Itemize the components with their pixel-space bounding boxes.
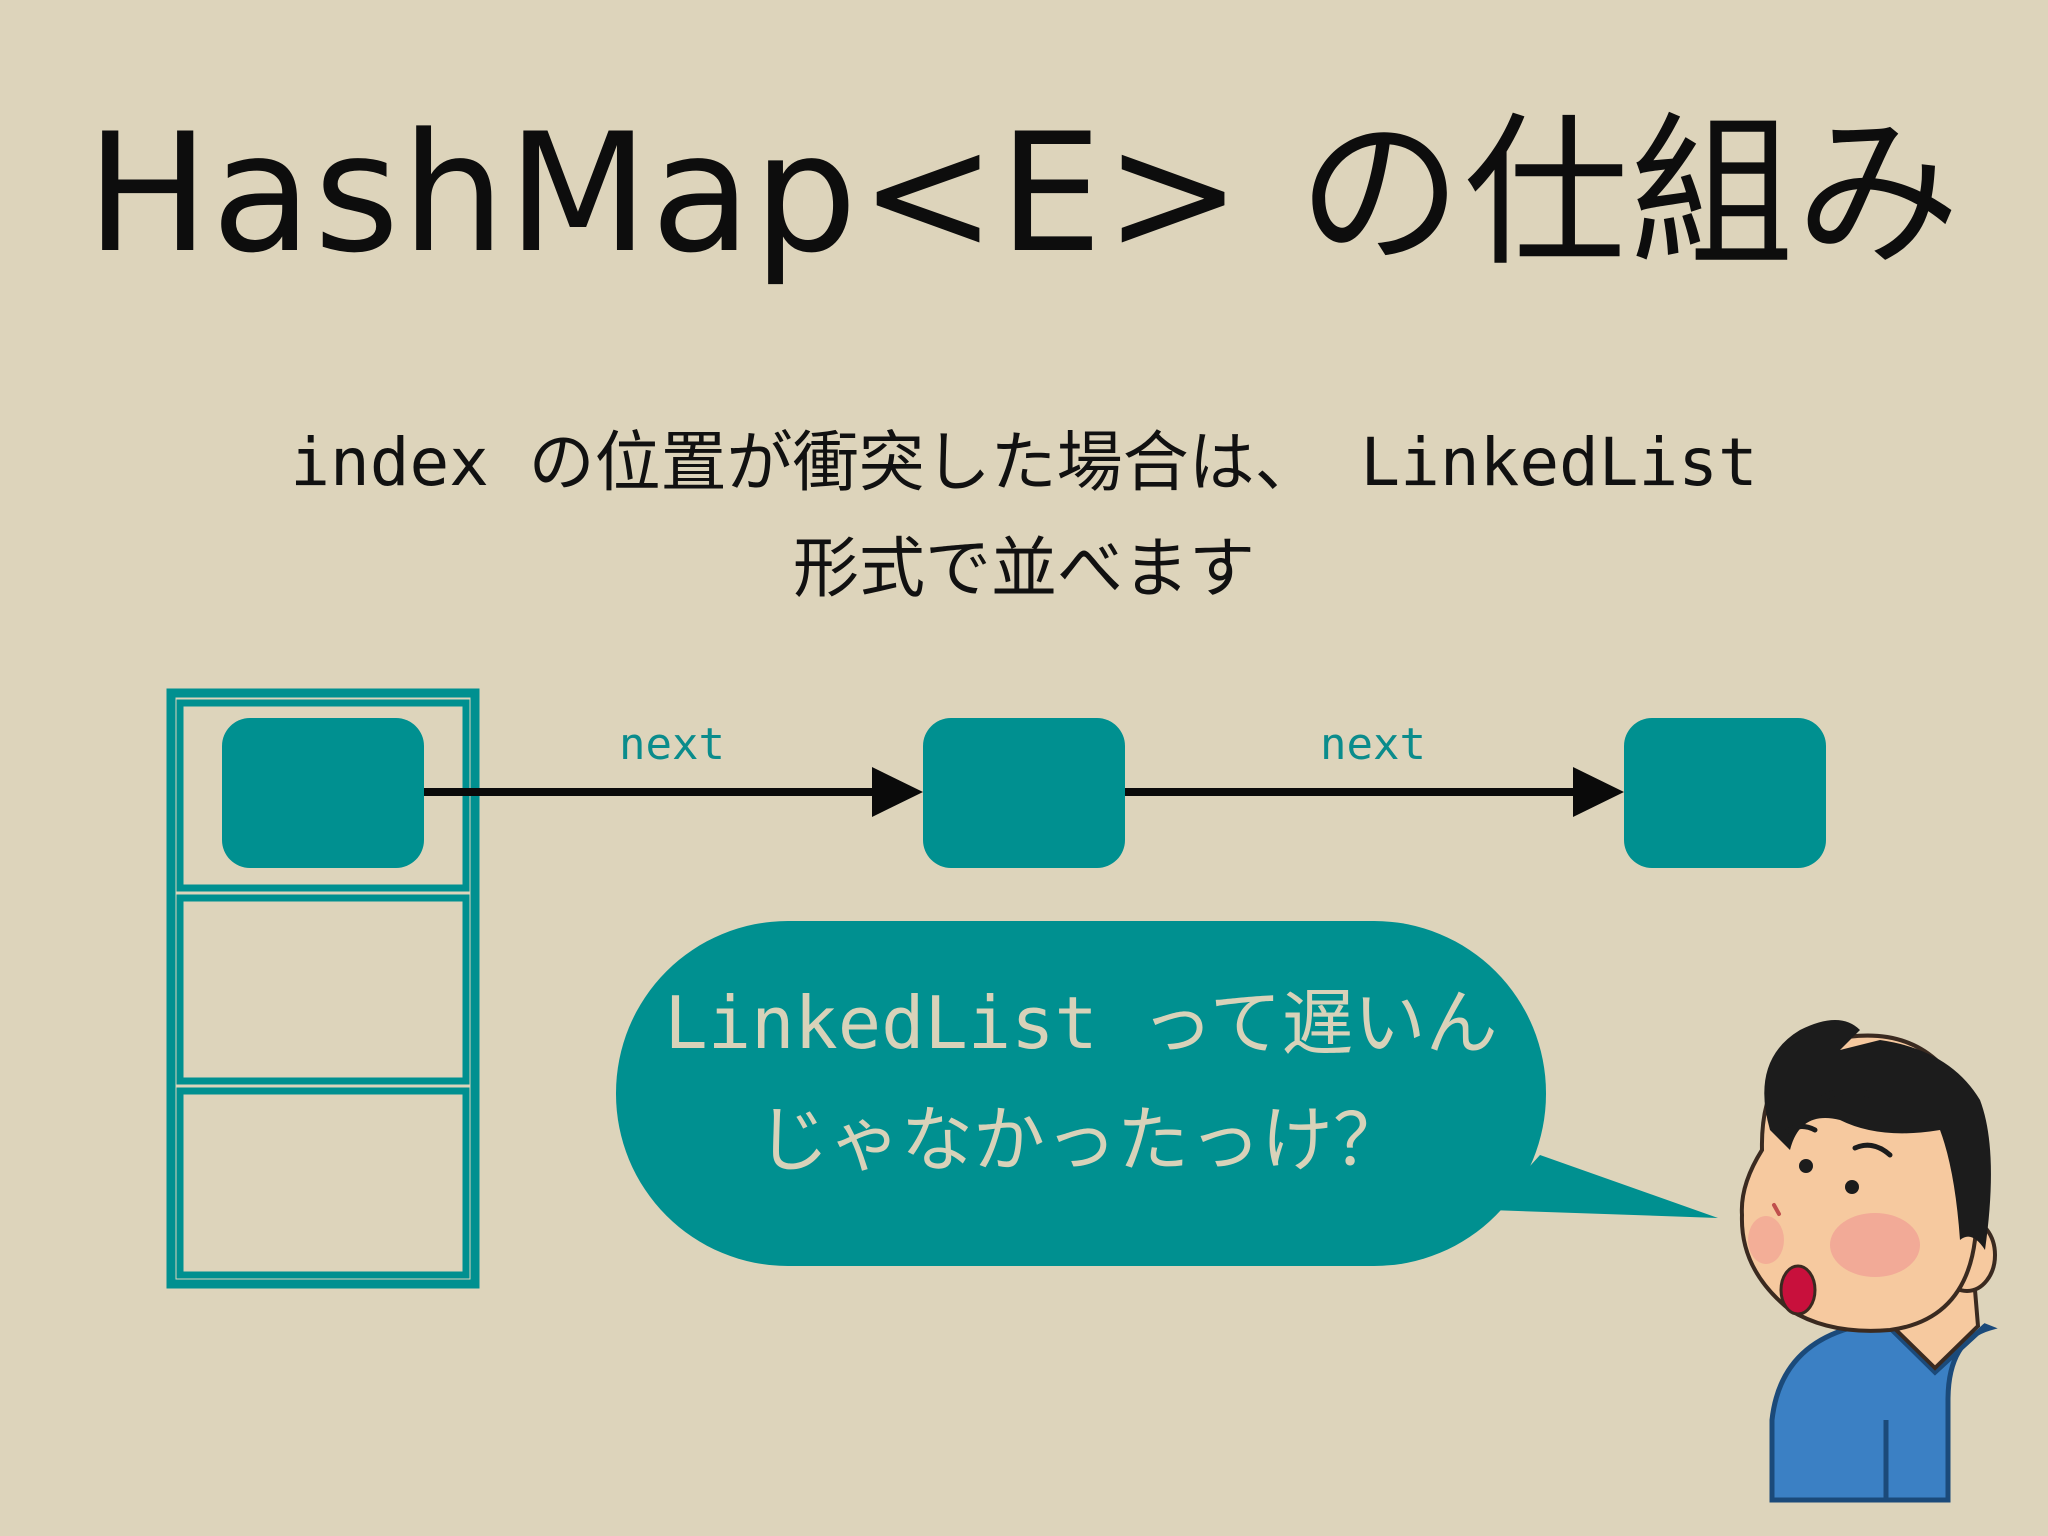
array-slot-2 — [176, 1087, 470, 1279]
surprised-man-illustration — [1739, 1020, 1998, 1503]
speech-bubble: LinkedList って遅いん じゃなかったっけ？ — [616, 921, 1718, 1266]
edge-label-next-1: next — [619, 719, 725, 770]
array-slot-1 — [176, 894, 470, 1085]
bubble-text-line-2: じゃなかったっけ？ — [757, 1098, 1405, 1182]
next-arrow-2 — [1125, 767, 1624, 817]
list-node-2 — [923, 718, 1125, 868]
next-arrow-1 — [424, 767, 923, 817]
list-node-1 — [222, 718, 424, 868]
array-outer-border — [166, 688, 480, 1289]
bubble-text-line-1: LinkedList って遅いん — [664, 981, 1497, 1065]
list-node-3 — [1624, 718, 1826, 868]
subtitle-line-1: index の位置が衝突した場合は、 LinkedList — [290, 424, 1758, 501]
subtitle-line-2: 形式で並べます — [793, 530, 1255, 607]
edge-label-next-2: next — [1320, 719, 1426, 770]
hash-table-array — [166, 688, 480, 1289]
slide-title: HashMap<E> の仕組み — [86, 98, 1962, 289]
